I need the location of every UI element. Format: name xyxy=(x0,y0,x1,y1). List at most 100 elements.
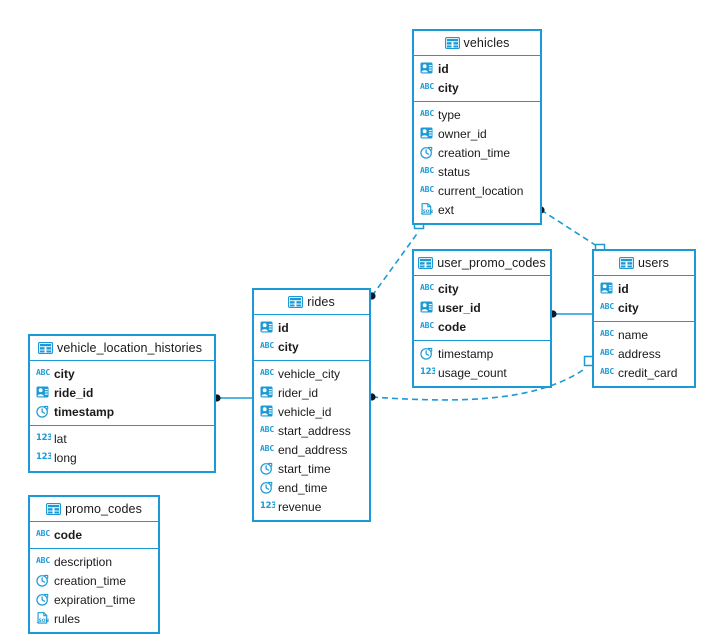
field-row[interactable]: timestamp xyxy=(414,344,550,363)
field-row[interactable]: owner_id xyxy=(414,124,540,143)
abc-icon: ABC xyxy=(36,528,51,541)
entity-title-promo_codes: promo_codes xyxy=(65,502,142,516)
entity-header-promo_codes[interactable]: promo_codes xyxy=(30,497,158,522)
entity-title-vehicle_location_histories: vehicle_location_histories xyxy=(57,341,203,355)
field-row[interactable]: rider_id xyxy=(254,383,369,402)
field-label: description xyxy=(54,554,113,569)
user-card-icon xyxy=(36,386,49,399)
field-label: rider_id xyxy=(278,385,319,400)
field-label: user_id xyxy=(438,300,481,315)
entity-header-vehicles[interactable]: vehicles xyxy=(414,31,540,56)
field-row[interactable]: ride_id xyxy=(30,383,214,402)
field-row[interactable]: id xyxy=(594,279,694,298)
svg-text:123: 123 xyxy=(260,500,275,510)
entity-header-users[interactable]: users xyxy=(594,251,694,276)
field-row[interactable]: 123revenue xyxy=(254,497,369,516)
clock-icon xyxy=(36,574,49,587)
json-icon: JSON xyxy=(420,203,433,216)
entity-header-user_promo_codes[interactable]: user_promo_codes xyxy=(414,251,550,276)
relationship-user_promo_codes-users[interactable] xyxy=(549,310,592,318)
field-label: vehicle_city xyxy=(278,366,341,381)
field-label: current_location xyxy=(438,183,524,198)
abc-icon: ABC xyxy=(600,366,615,379)
field-row[interactable]: id xyxy=(414,59,540,78)
field-row[interactable]: 123usage_count xyxy=(414,363,550,382)
relationship-vlh-rides[interactable] xyxy=(213,394,252,402)
field-row[interactable]: user_id xyxy=(414,298,550,317)
field-label: end_address xyxy=(278,442,348,457)
abc-icon: ABC xyxy=(600,301,615,314)
svg-text:ABC: ABC xyxy=(600,302,614,311)
svg-text:ABC: ABC xyxy=(600,367,614,376)
field-label: timestamp xyxy=(54,404,115,419)
field-row[interactable]: timestamp xyxy=(30,402,214,421)
abc-icon: ABC xyxy=(36,367,51,380)
clock-icon xyxy=(260,462,273,475)
entity-title-users: users xyxy=(637,256,670,270)
table-icon xyxy=(444,36,460,50)
field-label: code xyxy=(54,527,83,542)
field-row[interactable]: start_time xyxy=(254,459,369,478)
field-row[interactable]: 123long xyxy=(30,448,214,467)
field-label: timestamp xyxy=(438,346,494,361)
field-label: start_time xyxy=(278,461,331,476)
abc-icon: ABC xyxy=(420,184,435,197)
abc-icon: ABC xyxy=(600,347,615,360)
attribute-section-vehicle_location_histories: 123lat123long xyxy=(30,425,214,471)
field-row[interactable]: vehicle_id xyxy=(254,402,369,421)
abc-icon: ABC xyxy=(260,367,275,380)
user-card-icon xyxy=(260,386,273,399)
field-label: owner_id xyxy=(438,126,487,141)
field-row[interactable]: ABC end_address xyxy=(254,440,369,459)
svg-text:JSON: JSON xyxy=(36,618,49,623)
field-row[interactable]: expiration_time xyxy=(30,590,158,609)
field-row[interactable]: creation_time xyxy=(30,571,158,590)
field-row[interactable]: JSON rules xyxy=(30,609,158,628)
entity-title-user_promo_codes: user_promo_codes xyxy=(437,256,546,270)
field-label: rules xyxy=(54,611,81,626)
field-label: start_address xyxy=(278,423,351,438)
svg-text:123: 123 xyxy=(420,366,435,376)
user-card-icon xyxy=(420,62,433,75)
field-row[interactable]: 123lat xyxy=(30,429,214,448)
relationship-vehicles-users[interactable] xyxy=(537,206,606,255)
user-card-icon xyxy=(420,301,433,314)
field-row[interactable]: end_time xyxy=(254,478,369,497)
entity-header-rides[interactable]: rides xyxy=(254,290,369,315)
field-row[interactable]: id xyxy=(254,318,369,337)
entity-header-vehicle_location_histories[interactable]: vehicle_location_histories xyxy=(30,336,214,361)
field-label: city xyxy=(438,80,459,95)
field-row[interactable]: creation_time xyxy=(414,143,540,162)
field-label: status xyxy=(438,164,471,179)
field-label: name xyxy=(618,327,649,342)
svg-text:ABC: ABC xyxy=(260,444,274,453)
